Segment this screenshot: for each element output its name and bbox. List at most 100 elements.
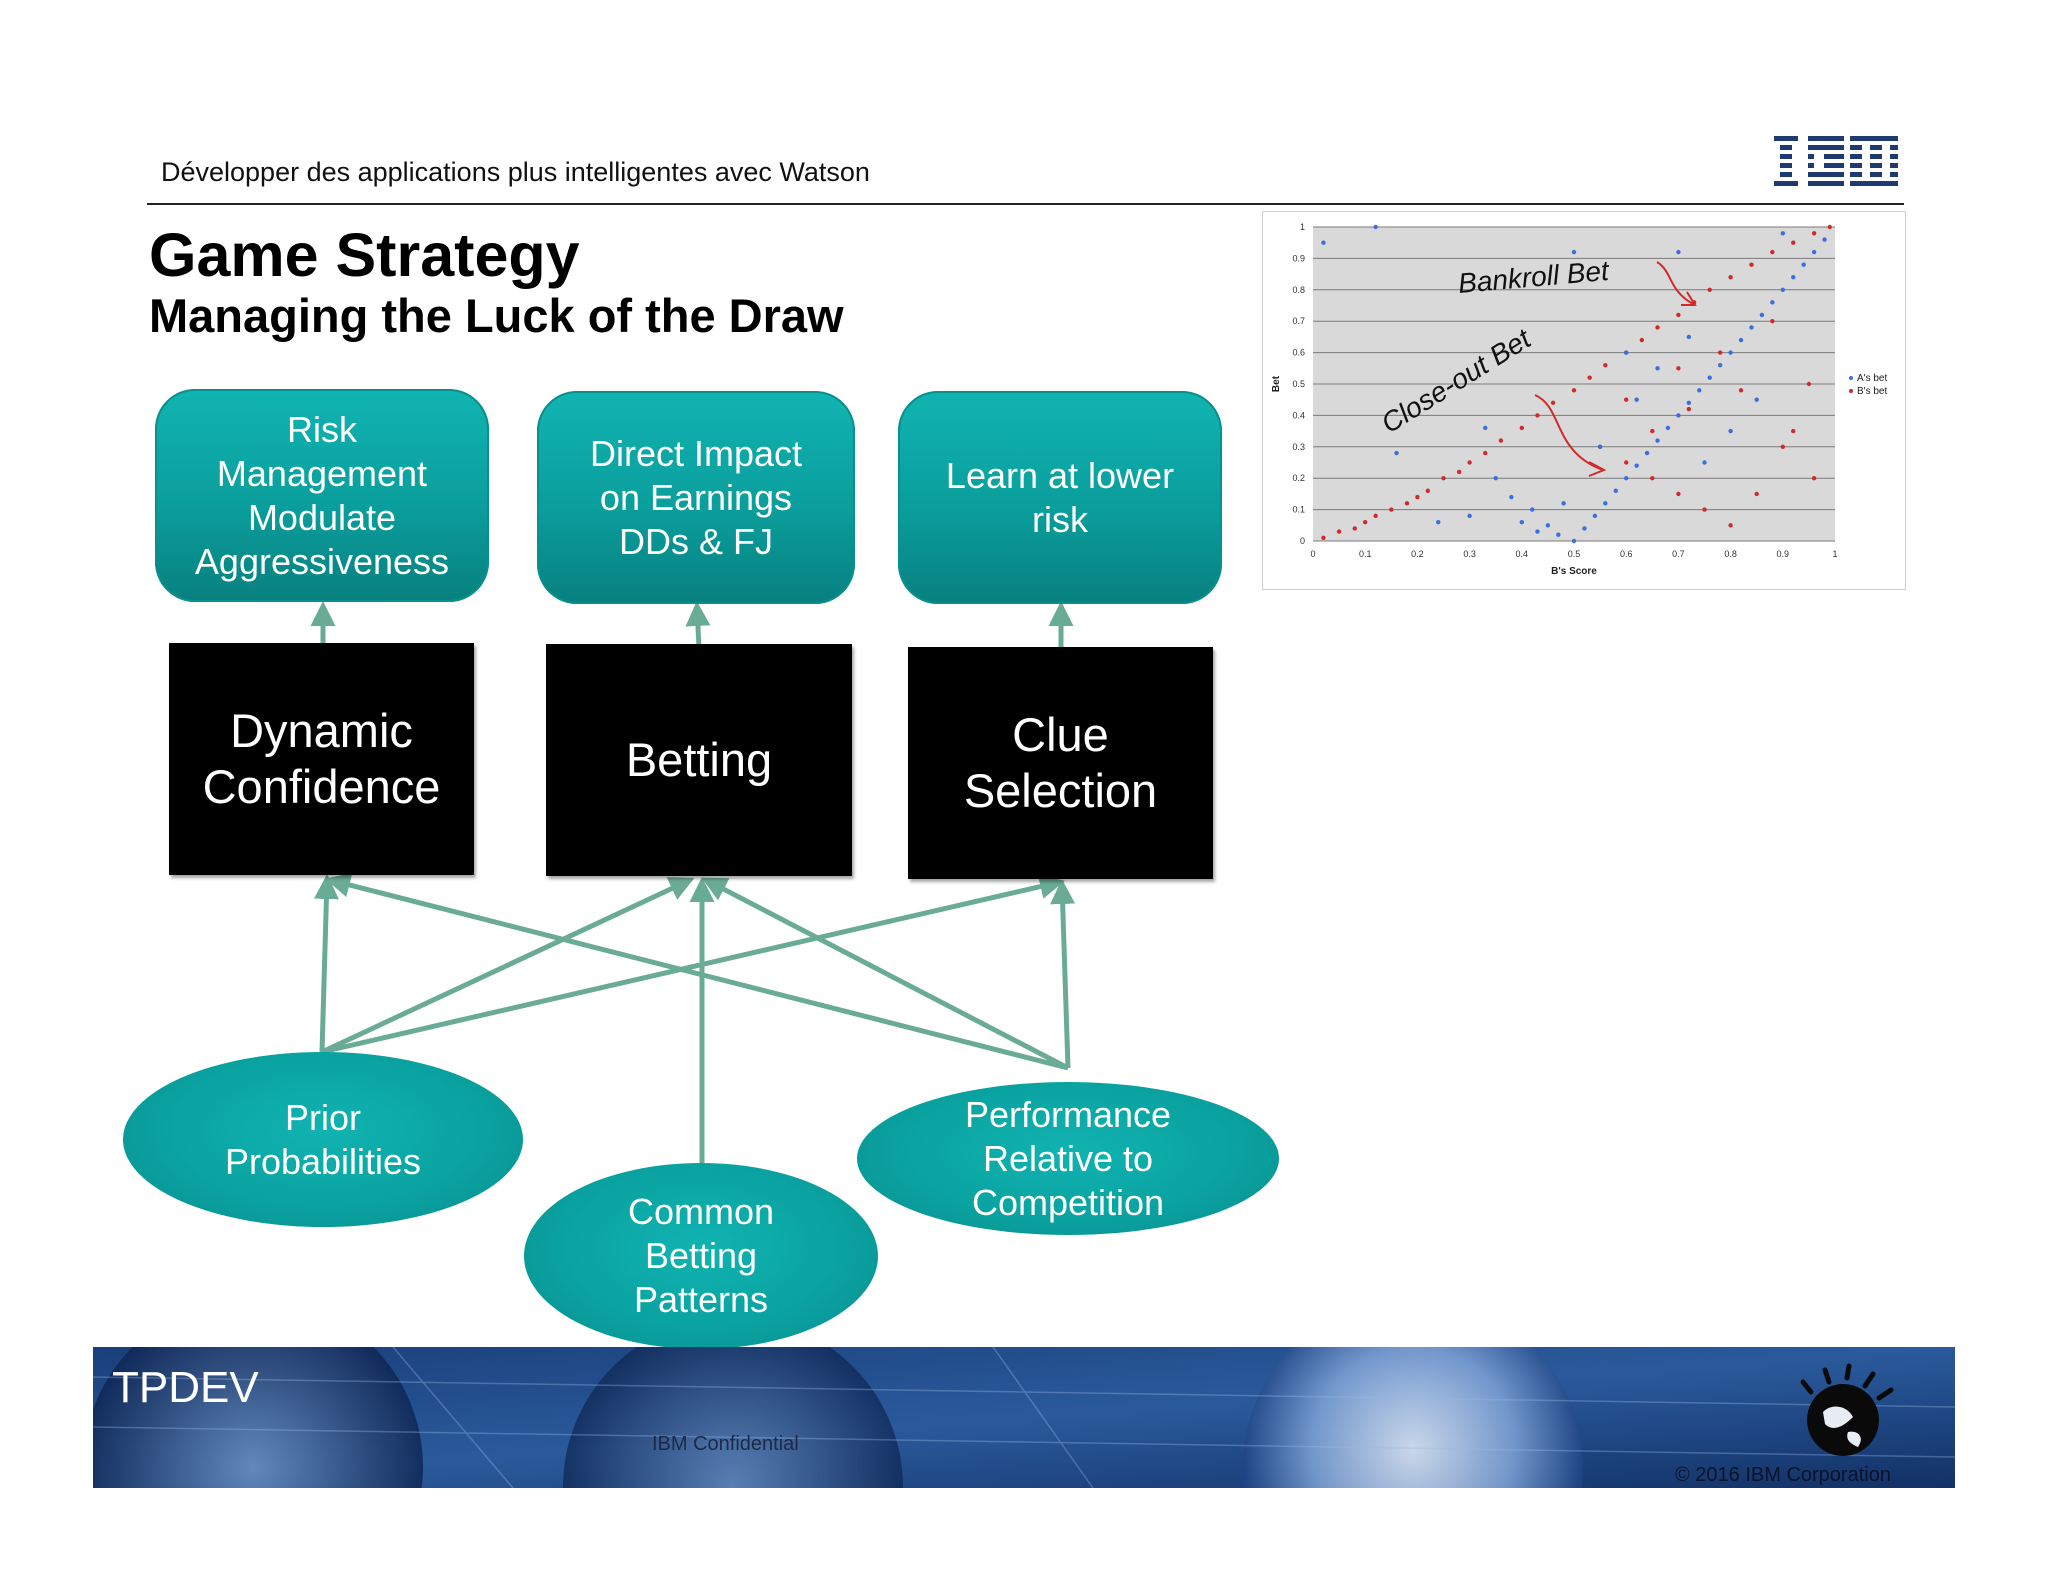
series-a-point: [1571, 538, 1577, 544]
arrow-performance-to-clue: [1050, 879, 1076, 1069]
series-a-point: [1624, 350, 1629, 355]
series-b-point: [1749, 262, 1754, 267]
series-b-point: [1650, 428, 1655, 434]
input-line: Competition: [971, 1181, 1165, 1223]
y-tick-label: 0.2: [1292, 473, 1305, 483]
y-tick-label: 0.1: [1292, 505, 1305, 515]
input-line: Relative to: [982, 1137, 1154, 1179]
series-a-point: [1717, 362, 1723, 368]
series-a-point: [1780, 287, 1785, 292]
series-b-point: [1676, 491, 1681, 497]
x-tick-label: 0.9: [1777, 549, 1790, 559]
annotation-arrow-bankroll-head: [1681, 291, 1697, 306]
goal-risk-management: Risk Management Modulate Aggressiveness: [155, 389, 489, 602]
x-tick-label: 0.1: [1359, 549, 1372, 559]
series-b-point: [1550, 400, 1556, 406]
series-b-point: [1780, 444, 1785, 449]
series-b-point: [1791, 240, 1796, 245]
input-line: Probabilities: [224, 1140, 422, 1182]
series-b-point: [1811, 231, 1817, 236]
series-b-point: [1728, 275, 1733, 280]
series-a-point: [1571, 249, 1577, 255]
series-a-point: [1509, 494, 1514, 500]
series-a-point: [1728, 428, 1733, 434]
series-b-point: [1389, 507, 1394, 512]
series-a-point: [1493, 476, 1498, 481]
component-line: Dynamic: [230, 704, 413, 757]
arrow-betting-to-impact: [685, 601, 711, 649]
y-tick-label: 0.3: [1292, 442, 1305, 452]
series-b-point: [1587, 375, 1592, 380]
series-b-point: [1770, 249, 1775, 255]
y-tick-label: 0.5: [1292, 379, 1305, 389]
y-tick-label: 0: [1300, 536, 1305, 546]
component-line: Clue: [1012, 708, 1109, 761]
series-a-point: [1801, 262, 1806, 267]
series-a-point: [1676, 249, 1681, 255]
series-a-point: [1634, 463, 1639, 468]
series-a-point: [1754, 397, 1759, 402]
series-a-point: [1556, 532, 1561, 537]
footer-orb-left: [93, 1347, 423, 1488]
y-tick-label: 1: [1300, 222, 1305, 232]
input-line: Performance: [964, 1093, 1172, 1135]
footer-label: TPDEV: [112, 1363, 259, 1412]
series-a-point: [1697, 388, 1702, 393]
x-tick-label: 0.2: [1411, 549, 1424, 559]
series-a-point: [1613, 488, 1618, 493]
series-a-point: [1436, 519, 1441, 525]
series-b-point: [1770, 319, 1775, 324]
x-tick-label: 0.8: [1724, 549, 1737, 559]
series-a-point: [1561, 501, 1566, 506]
series-b-point: [1535, 413, 1540, 418]
series-b-point: [1467, 460, 1472, 465]
series-b-point: [1717, 350, 1723, 355]
series-b-point: [1676, 312, 1681, 318]
goal-learn-lower-risk: Learn at lower risk: [898, 391, 1222, 604]
arrow-performance-to-dynamic: [325, 872, 1069, 1071]
series-a-point: [1655, 366, 1660, 371]
series-b-point: [1650, 476, 1655, 481]
series-b-point: [1373, 513, 1378, 519]
series-a-points: [1321, 224, 1827, 544]
series-a-point: [1780, 231, 1785, 236]
y-tick-label: 0.7: [1292, 316, 1305, 326]
legend-label-b: B's bet: [1857, 386, 1887, 397]
series-b-point: [1791, 428, 1796, 434]
series-a-point: [1655, 438, 1660, 443]
series-b-point: [1827, 224, 1832, 230]
header-title: Développer des applications plus intelli…: [161, 157, 870, 187]
goal-impact-line: Direct Impact: [589, 432, 803, 474]
series-a-point: [1545, 523, 1551, 528]
series-a-point: [1686, 334, 1692, 340]
y-tick-label: 0.9: [1292, 253, 1305, 263]
series-a-point: [1728, 350, 1733, 355]
series-a-point: [1394, 450, 1399, 456]
input-line: Betting: [644, 1235, 758, 1276]
series-b-point: [1738, 388, 1744, 393]
confidential-label: IBM Confidential: [652, 1433, 799, 1455]
series-b-point: [1456, 469, 1462, 475]
series-b-point: [1352, 526, 1357, 531]
goal-impact-line: DDs & FJ: [618, 520, 773, 562]
input-prior-probabilities: Prior Probabilities: [123, 1052, 523, 1227]
series-a-point: [1535, 529, 1540, 534]
y-axis-label: Bet: [1271, 375, 1282, 392]
series-b-point: [1498, 438, 1504, 443]
component-dynamic-confidence: Dynamic Confidence: [169, 643, 474, 875]
series-b-point: [1754, 491, 1759, 497]
series-a-point: [1483, 425, 1488, 431]
series-b-point: [1806, 381, 1812, 387]
slide-subtitle: Managing the Luck of the Draw: [149, 289, 844, 342]
goal-risk-line: Risk: [286, 408, 357, 450]
series-b-point: [1483, 450, 1488, 456]
ibm-logo: [1774, 136, 1898, 186]
input-line: Common: [627, 1191, 775, 1232]
input-line: Patterns: [633, 1279, 769, 1320]
series-b-point: [1603, 362, 1608, 368]
series-a-point: [1676, 413, 1681, 418]
series-a-point: [1530, 507, 1535, 512]
header-divider: [147, 203, 1904, 205]
